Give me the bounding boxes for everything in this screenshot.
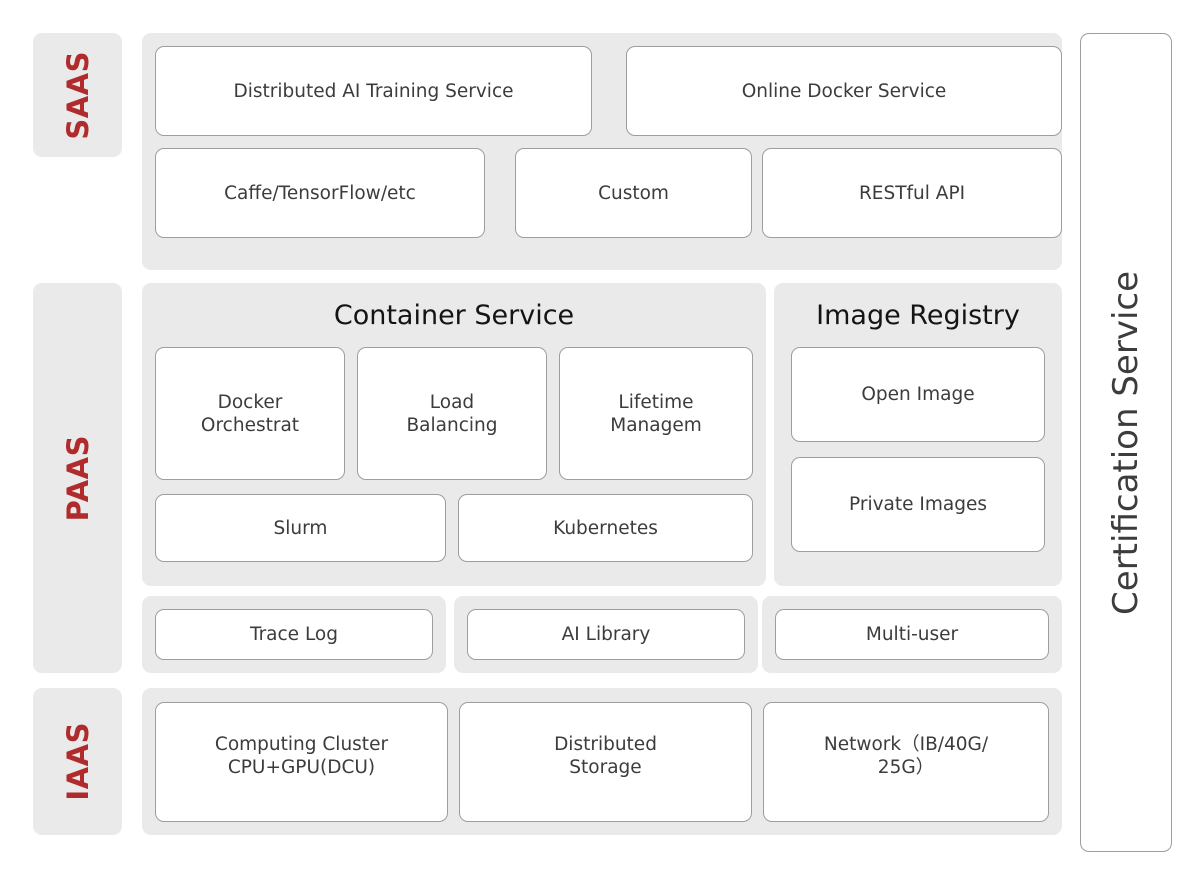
service-box-label: Caffe/TensorFlow/etc [224, 182, 416, 204]
tier-label-paas: PAAS [33, 283, 122, 673]
tier-label-saas-text: SAAS [60, 50, 95, 140]
service-box-label: Distributed AI Training Service [233, 80, 514, 102]
service-box-label: RESTful API [858, 182, 966, 204]
container-service-card: Container Service Docker Orchestrat Load… [142, 283, 766, 586]
certification-service-panel[interactable]: Certification Service [1080, 33, 1172, 852]
service-box-label: Docker Orchestrat [200, 391, 300, 436]
service-box-label: Trace Log [249, 624, 338, 645]
service-box-label: Multi-user [865, 624, 959, 645]
service-box-label: Online Docker Service [741, 80, 947, 102]
service-box-open-image[interactable]: Open Image [791, 347, 1045, 442]
utility-card-trace-log: Trace Log [142, 596, 446, 673]
service-box-computing-cluster[interactable]: Computing Cluster CPU+GPU(DCU) [155, 702, 448, 822]
image-registry-card: Image Registry Open Image Private Images [774, 283, 1062, 586]
service-box-docker-orchestration[interactable]: Docker Orchestrat [155, 347, 345, 480]
tier-label-saas: SAAS [33, 33, 122, 157]
service-box-kubernetes[interactable]: Kubernetes [458, 494, 753, 562]
saas-row-1: Distributed AI Training Service Online D… [155, 46, 1062, 136]
certification-service-label: Certification Service [1106, 270, 1146, 615]
service-box-online-docker[interactable]: Online Docker Service [626, 46, 1062, 136]
service-box-label: Open Image [861, 384, 975, 405]
service-box-label: Private Images [849, 494, 987, 515]
saas-panel: Distributed AI Training Service Online D… [142, 33, 1062, 270]
service-box-label: Lifetime Managem [610, 391, 702, 436]
service-box-network[interactable]: Network（IB/40G/ 25G） [763, 702, 1049, 822]
saas-row-2: Caffe/TensorFlow/etc Custom RESTful API [155, 148, 1062, 238]
paas-panel: Container Service Docker Orchestrat Load… [142, 283, 1062, 586]
service-box-private-images[interactable]: Private Images [791, 457, 1045, 552]
image-registry-heading: Image Registry [816, 300, 1020, 331]
service-box-distributed-ai-training[interactable]: Distributed AI Training Service [155, 46, 592, 136]
tier-label-iaas-text: IAAS [60, 722, 95, 801]
service-box-label: Kubernetes [553, 517, 658, 539]
service-box-lifetime-management[interactable]: Lifetime Managem [559, 347, 753, 480]
service-box-trace-log[interactable]: Trace Log [155, 609, 433, 660]
iaas-panel: Computing Cluster CPU+GPU(DCU) Distribut… [142, 688, 1062, 835]
tier-label-iaas: IAAS [33, 688, 122, 835]
service-box-distributed-storage[interactable]: Distributed Storage [459, 702, 752, 822]
service-box-restful-api[interactable]: RESTful API [762, 148, 1062, 238]
service-box-label: Custom [598, 182, 669, 204]
tier-label-paas-text: PAAS [60, 434, 95, 522]
service-box-label: Computing Cluster CPU+GPU(DCU) [214, 734, 389, 778]
service-box-multi-user[interactable]: Multi-user [775, 609, 1049, 660]
service-box-ai-library[interactable]: AI Library [467, 609, 745, 660]
service-box-label: AI Library [561, 624, 651, 645]
utility-card-ai-library: AI Library [454, 596, 758, 673]
service-box-label: Network（IB/40G/ 25G） [823, 734, 989, 778]
paas-utilities-row: Trace Log AI Library Multi-user [142, 596, 1062, 673]
container-service-heading: Container Service [333, 300, 575, 331]
utility-card-multi-user: Multi-user [762, 596, 1062, 673]
service-box-label: Load Balancing [406, 391, 498, 436]
service-box-label: Distributed Storage [554, 734, 657, 778]
service-box-custom[interactable]: Custom [515, 148, 752, 238]
service-box-label: Slurm [273, 517, 328, 539]
service-box-slurm[interactable]: Slurm [155, 494, 446, 562]
service-box-frameworks[interactable]: Caffe/TensorFlow/etc [155, 148, 485, 238]
service-box-load-balancing[interactable]: Load Balancing [357, 347, 547, 480]
